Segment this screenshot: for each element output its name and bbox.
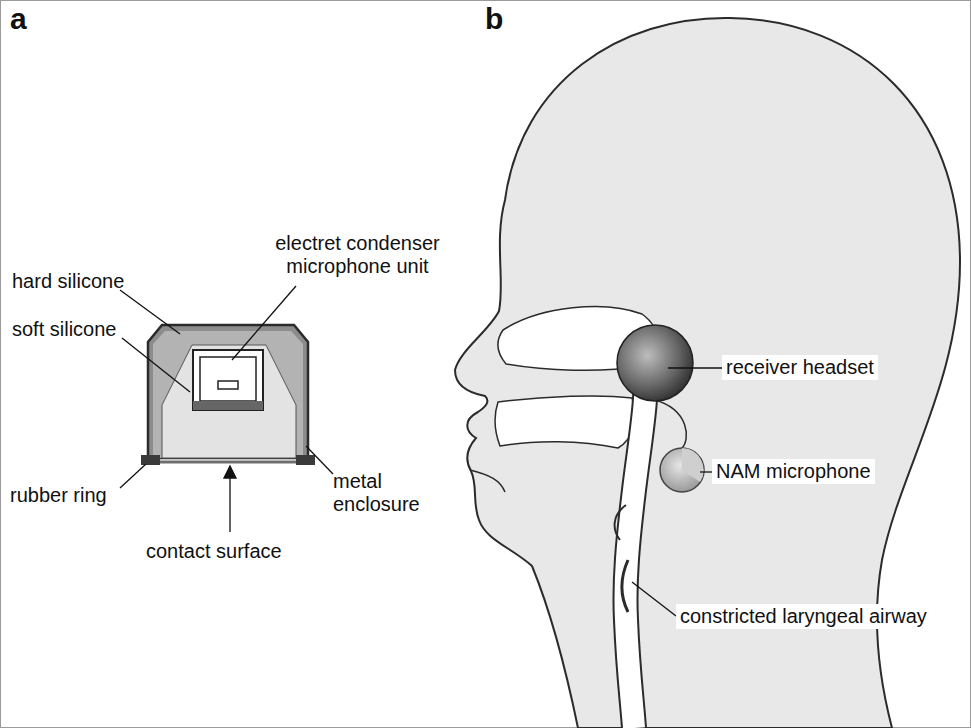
leader-lines <box>120 286 333 532</box>
lip-line <box>470 470 505 492</box>
part-label: rubber ring <box>10 484 107 507</box>
panel-label: a <box>10 2 27 37</box>
metal-enclosure <box>148 325 308 458</box>
microphone-section <box>141 325 315 465</box>
headset-cable <box>655 400 686 448</box>
rubber-ring <box>296 455 315 465</box>
microphone-capsule <box>200 357 256 401</box>
nam-microphone-face <box>682 448 704 482</box>
airway-outline <box>625 352 646 728</box>
contact-surface <box>155 461 301 464</box>
microphone-base <box>193 401 263 410</box>
head-profile <box>455 18 960 728</box>
hard-silicone <box>153 331 303 458</box>
part-label: constricted laryngeal airway <box>676 604 931 629</box>
part-label: metal enclosure <box>333 470 433 516</box>
oral-cavity <box>495 396 635 448</box>
part-label: contact surface <box>146 540 282 563</box>
panel-label: b <box>485 2 503 37</box>
rubber-ring <box>141 455 160 465</box>
nam-microphone <box>660 448 704 492</box>
head-outline <box>455 18 960 728</box>
microphone-diaphragm <box>218 381 238 389</box>
leader-lines <box>632 368 722 616</box>
constricted-larynx <box>622 560 628 612</box>
part-label: hard silicone <box>12 270 124 293</box>
part-label: receiver headset <box>722 355 878 380</box>
part-label: NAM microphone <box>712 459 875 484</box>
part-label: electret condenser microphone unit <box>255 232 460 278</box>
epiglottis <box>615 505 626 540</box>
airway <box>625 352 646 728</box>
soft-silicone <box>162 345 296 458</box>
microphone-unit <box>193 350 263 410</box>
receiver-headset <box>617 325 693 401</box>
part-label: soft silicone <box>12 318 117 341</box>
